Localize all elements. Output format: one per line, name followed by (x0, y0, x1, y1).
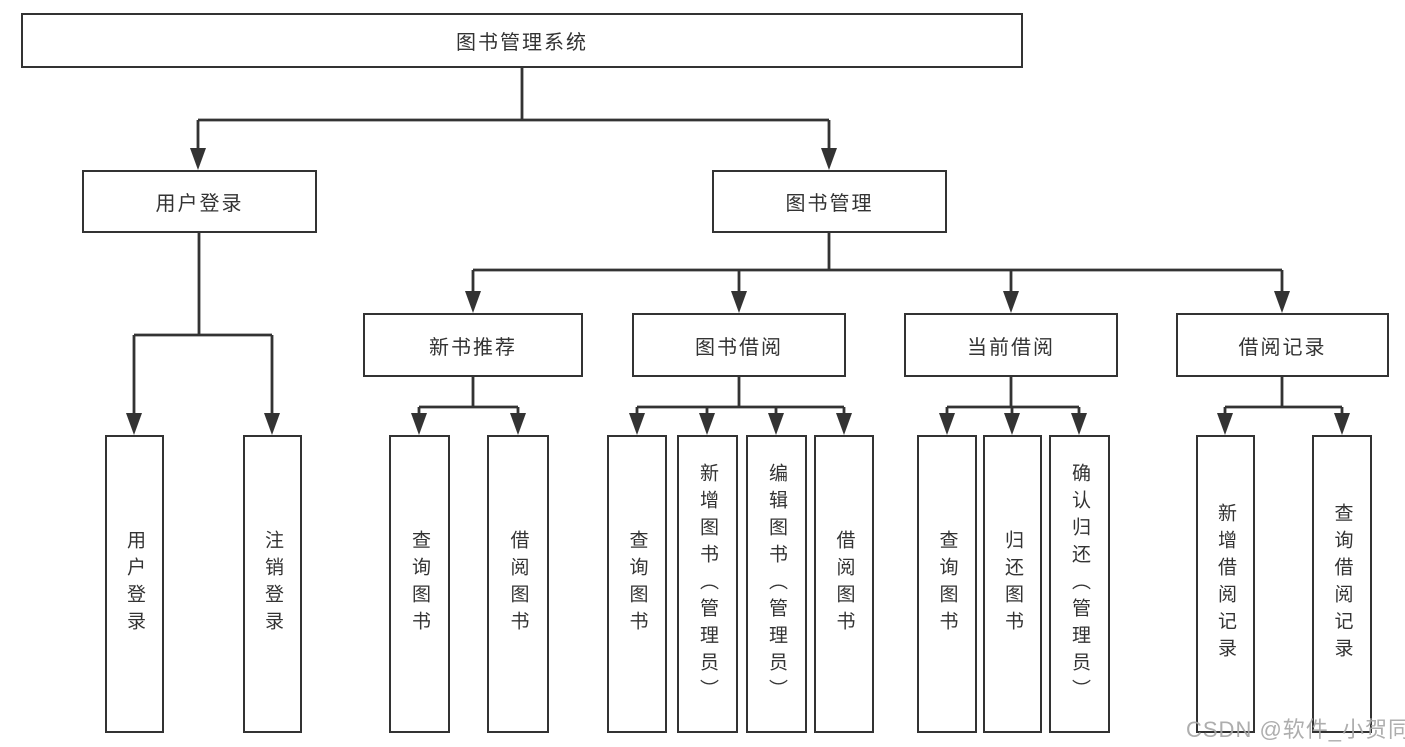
leaf-label: 注销登录 (262, 530, 283, 638)
leaf-edit-books-admin: 编辑图书（管理员） (746, 435, 807, 733)
leaf-label: 用户登录 (124, 530, 145, 638)
leaf-user-login: 用户登录 (105, 435, 164, 733)
leaf-label: 编辑图书（管理员） (766, 462, 787, 706)
node-label: 图书管理 (785, 193, 874, 215)
connector-line (132, 68, 1344, 417)
leaf-label: 查询借阅记录 (1331, 503, 1353, 665)
node-user-login: 用户登录 (82, 170, 317, 233)
node-label: 当前借阅 (967, 336, 1055, 359)
arrow-down-icon (126, 413, 142, 435)
node-label: 图书管理系统 (456, 32, 588, 54)
arrow-down-icon (699, 413, 715, 435)
leaf-label: 借阅图书 (833, 530, 855, 638)
node-book-management: 图书管理 (712, 170, 947, 233)
leaf-borrow-books: 借阅图书 (814, 435, 874, 733)
leaf-add-borrow-record: 新增借阅记录 (1196, 435, 1255, 733)
node-current-borrowing: 当前借阅 (904, 313, 1118, 377)
leaf-query-books-newbook: 查询图书 (389, 435, 450, 733)
arrow-down-icon (1274, 291, 1290, 313)
node-label: 图书借阅 (695, 336, 783, 359)
leaf-label: 归还图书 (1002, 530, 1023, 638)
leaf-label: 新增图书（管理员） (697, 462, 718, 706)
leaf-query-books-current: 查询图书 (917, 435, 977, 733)
arrow-down-icon (264, 413, 280, 435)
arrow-down-icon (836, 413, 852, 435)
arrow-down-icon (629, 413, 645, 435)
node-book-borrowing: 图书借阅 (632, 313, 846, 377)
leaf-label: 借阅图书 (507, 530, 529, 638)
leaf-return-books: 归还图书 (983, 435, 1042, 733)
arrow-down-icon (731, 291, 747, 313)
node-borrowing-records: 借阅记录 (1176, 313, 1389, 377)
leaf-label: 查询图书 (936, 530, 958, 638)
leaf-label: 确认归还（管理员） (1069, 462, 1090, 706)
node-label: 用户登录 (155, 193, 244, 215)
arrow-down-icon (821, 148, 837, 170)
leaf-logout: 注销登录 (243, 435, 302, 733)
leaf-label: 新增借阅记录 (1215, 503, 1236, 665)
arrow-down-icon (1071, 413, 1087, 435)
node-label: 借阅记录 (1238, 336, 1327, 359)
leaf-add-books-admin: 新增图书（管理员） (677, 435, 738, 733)
arrow-down-icon (190, 148, 206, 170)
node-new-book-recommend: 新书推荐 (363, 313, 583, 377)
arrow-down-icon (939, 413, 955, 435)
arrow-down-icon (1217, 413, 1233, 435)
arrow-down-icon (1334, 413, 1350, 435)
arrow-down-icon (1004, 413, 1020, 435)
node-library-management-system: 图书管理系统 (21, 13, 1023, 68)
arrow-down-icon (768, 413, 784, 435)
leaf-confirm-return-admin: 确认归还（管理员） (1049, 435, 1110, 733)
leaf-label: 查询图书 (626, 530, 648, 638)
node-label: 新书推荐 (429, 336, 517, 359)
watermark: CSDN @软件_小贺同学 (1186, 717, 1405, 742)
leaf-query-borrow-record: 查询借阅记录 (1312, 435, 1372, 733)
leaf-label: 查询图书 (409, 530, 430, 638)
arrowhead-icons (126, 148, 1350, 435)
arrow-down-icon (510, 413, 526, 435)
leaf-borrow-books-newbook: 借阅图书 (487, 435, 549, 733)
arrow-down-icon (465, 291, 481, 313)
arrow-down-icon (411, 413, 427, 435)
arrow-down-icon (1003, 291, 1019, 313)
leaf-query-books-borrow: 查询图书 (607, 435, 667, 733)
